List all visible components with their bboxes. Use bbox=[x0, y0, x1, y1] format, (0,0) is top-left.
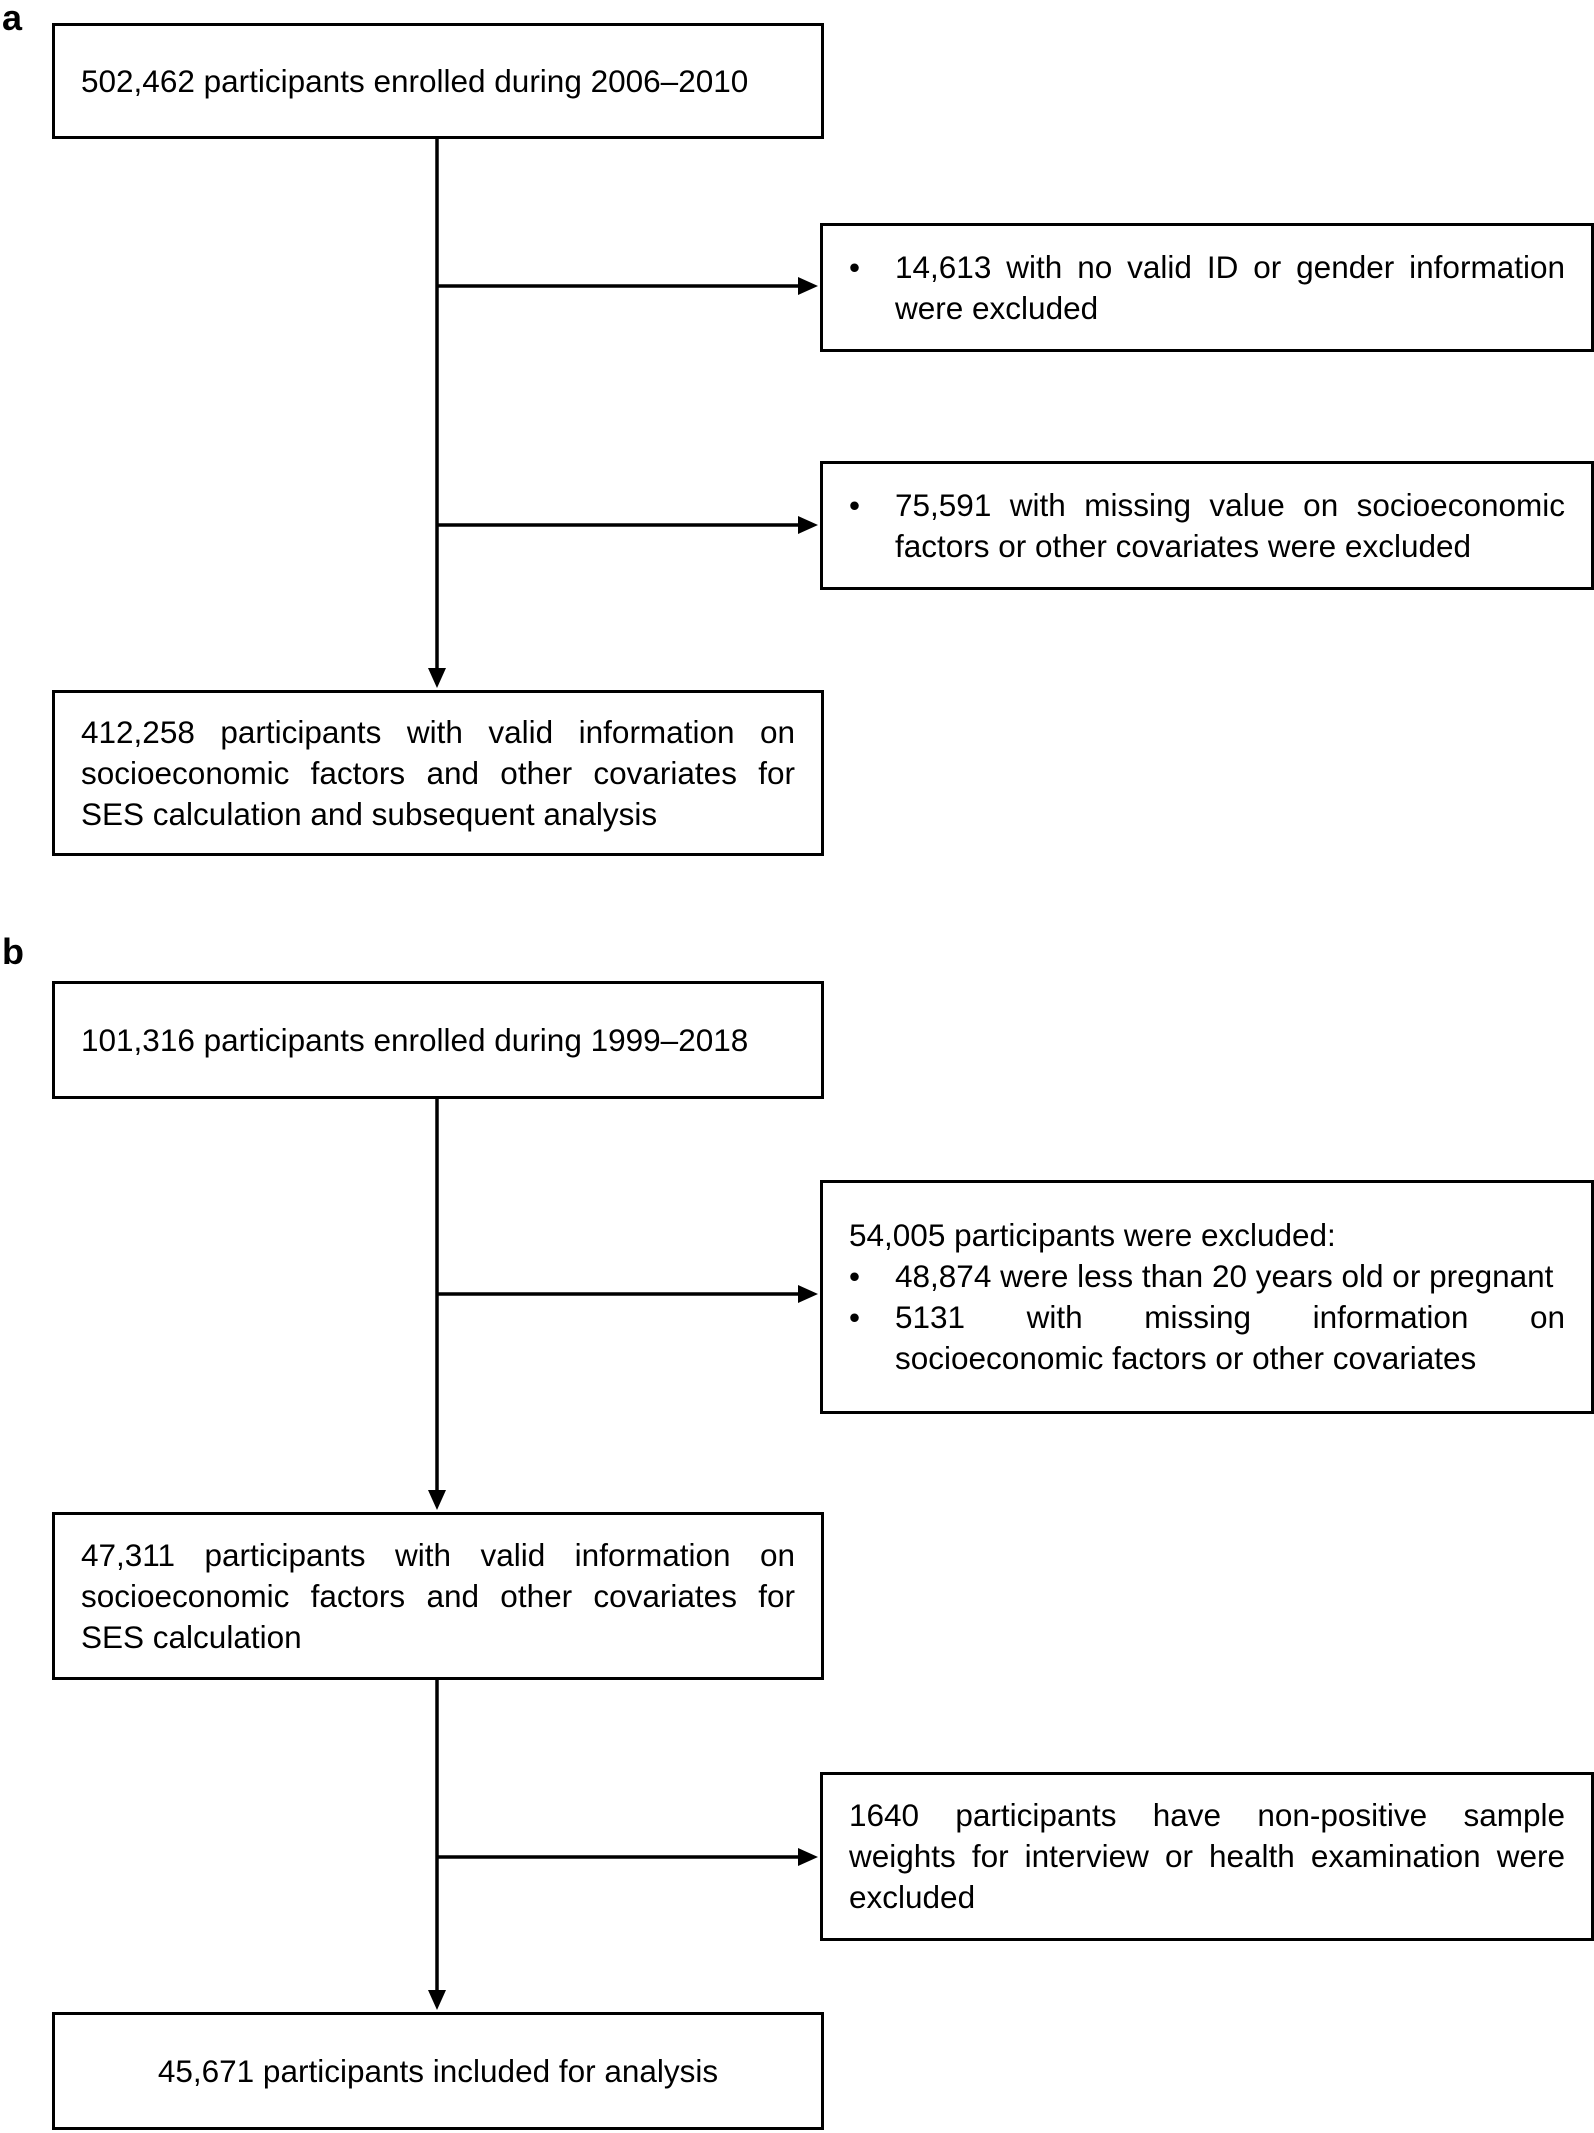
panel-b-label: b bbox=[2, 931, 24, 972]
arrowhead-a-excl-2 bbox=[798, 516, 818, 534]
panel-a-label: a bbox=[2, 0, 23, 38]
panel-a-exclusion-2-text: 75,591 with missing value on socioeconom… bbox=[895, 486, 1565, 564]
panel-b-valid-box: 47,311 participants with valid informati… bbox=[52, 1512, 824, 1680]
panel-a-enrolled-text: 502,462 participants enrolled during 200… bbox=[81, 62, 749, 99]
bullet-icon: • bbox=[849, 1299, 861, 1335]
arrowhead-b-excl-1 bbox=[798, 1285, 818, 1303]
panel-b-valid-text: 47,311 participants with valid informati… bbox=[81, 1536, 795, 1655]
panel-a-exclusion-2-box: • 75,591 with missing value on socioecon… bbox=[820, 461, 1594, 590]
arrowhead-b-main-2 bbox=[428, 1990, 446, 2010]
panel-b-final-box: 45,671 participants included for analysi… bbox=[52, 2012, 824, 2130]
panel-b-exclusion-item: • 48,874 were less than 20 years old or … bbox=[849, 1256, 1565, 1297]
panel-b-enrolled-text: 101,316 participants enrolled during 199… bbox=[81, 1021, 749, 1058]
bullet-icon: • bbox=[849, 1258, 861, 1294]
bullet-icon: • bbox=[849, 486, 861, 523]
panel-b-exclusion-box: 54,005 participants were excluded: • 48,… bbox=[820, 1180, 1594, 1414]
panel-b-exclusion-item-text: 5131 with missing information on socioec… bbox=[895, 1299, 1565, 1376]
panel-b-exclusion-weights-text: 1640 participants have non-positive samp… bbox=[849, 1797, 1565, 1915]
panel-b-exclusion-item: • 5131 with missing information on socio… bbox=[849, 1297, 1565, 1379]
arrowhead-b-excl-2 bbox=[798, 1848, 818, 1866]
arrowhead-b-main-1 bbox=[428, 1490, 446, 1510]
panel-a-final-text: 412,258 participants with valid informat… bbox=[81, 713, 795, 832]
panel-b-exclusion-header: 54,005 participants were excluded: bbox=[849, 1217, 1336, 1253]
panel-b-exclusion-weights-box: 1640 participants have non-positive samp… bbox=[820, 1772, 1594, 1941]
panel-b-final-text: 45,671 participants included for analysi… bbox=[157, 2052, 719, 2089]
arrowhead-a-main bbox=[428, 668, 446, 688]
panel-b-exclusion-item-text: 48,874 were less than 20 years old or pr… bbox=[895, 1258, 1554, 1294]
arrowhead-a-excl-1 bbox=[798, 277, 818, 295]
panel-a-final-box: 412,258 participants with valid informat… bbox=[52, 690, 824, 856]
panel-a-exclusion-1-text: 14,613 with no valid ID or gender inform… bbox=[895, 248, 1565, 326]
panel-a-enrolled-box: 502,462 participants enrolled during 200… bbox=[52, 23, 824, 139]
panel-b-enrolled-box: 101,316 participants enrolled during 199… bbox=[52, 981, 824, 1099]
bullet-icon: • bbox=[849, 248, 861, 285]
panel-a-exclusion-1-box: • 14,613 with no valid ID or gender info… bbox=[820, 223, 1594, 352]
